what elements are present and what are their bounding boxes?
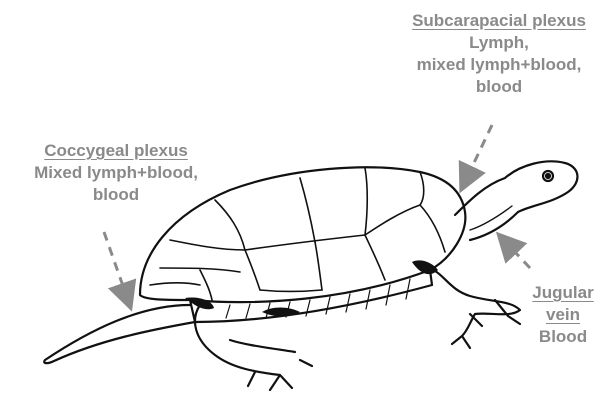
subcarapacial-line-2: mixed lymph+blood, bbox=[392, 54, 606, 76]
jugular-title-1: Jugular bbox=[520, 282, 606, 304]
coccygeal-line-1: Mixed lymph+blood, bbox=[6, 162, 226, 184]
arrow-coccygeal bbox=[104, 232, 130, 306]
front-leg bbox=[430, 268, 520, 348]
jugular-line-1: Blood bbox=[520, 326, 606, 348]
neck-skin-fold bbox=[470, 206, 512, 230]
jugular-vein-label: Jugular vein Blood bbox=[520, 282, 606, 348]
arrow-subcarapacial bbox=[462, 125, 492, 188]
coccygeal-line-2: blood bbox=[6, 184, 226, 206]
tail bbox=[44, 305, 195, 363]
coccygeal-title: Coccygeal plexus bbox=[6, 140, 226, 162]
coccygeal-plexus-label: Coccygeal plexus Mixed lymph+blood, bloo… bbox=[6, 140, 226, 206]
subcarapacial-title: Subcarapacial plexus bbox=[392, 10, 606, 32]
subcarapacial-plexus-label: Subcarapacial plexus Lymph, mixed lymph+… bbox=[392, 10, 606, 98]
subcarapacial-line-3: blood bbox=[392, 76, 606, 98]
jugular-title-2: vein bbox=[520, 304, 606, 326]
subcarapacial-line-1: Lymph, bbox=[392, 32, 606, 54]
arrow-jugular bbox=[500, 236, 530, 268]
